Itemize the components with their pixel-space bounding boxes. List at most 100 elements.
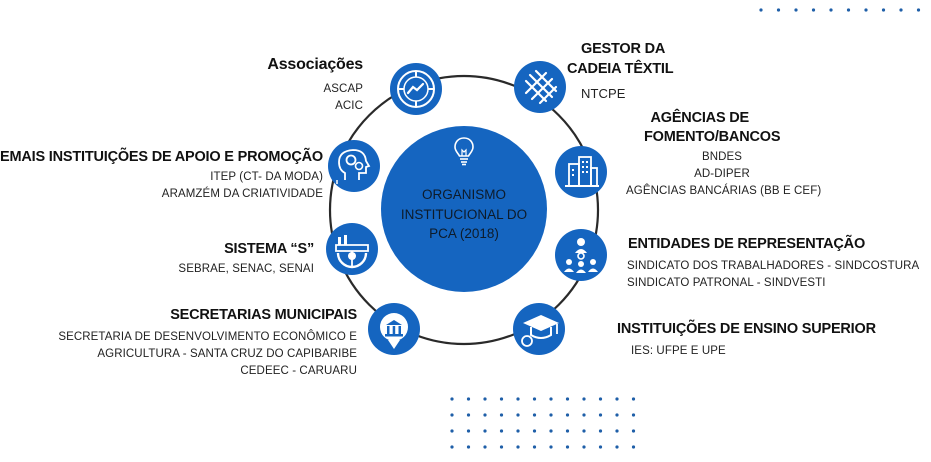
decorative-dot: [516, 413, 520, 417]
decorative-dot: [483, 429, 487, 433]
secretarias-item-3: CEDEEC - CARUARU: [240, 365, 357, 377]
demais-title: DEMAIS INSTITUIÇÕES DE APOIO E PROMOÇÃO: [0, 149, 323, 165]
demais-item-1: ITEP (CT- DA MODA): [210, 171, 323, 183]
decorative-dot: [631, 413, 636, 417]
decorative-dot: [565, 413, 570, 417]
decorative-dot: [516, 397, 520, 401]
decorative-dot: [450, 429, 454, 433]
ensino-item-1: IES: UFPE E UPE: [631, 345, 726, 357]
decorative-dot: [598, 413, 603, 417]
agencias-item-1: BNDES: [701, 151, 743, 163]
decorative-dot: [615, 397, 619, 401]
decorative-dot: [598, 445, 603, 449]
decorative-dot: [582, 445, 586, 449]
head-gears-icon: [336, 149, 371, 184]
secretarias-node: [368, 303, 420, 355]
decorative-dot: [466, 429, 471, 433]
decorative-dot: [899, 8, 903, 12]
decorative-dot: [516, 429, 520, 433]
people-network-icon: [564, 238, 598, 273]
decorative-dot: [615, 445, 619, 449]
gestor-title-line-1: GESTOR DA: [581, 41, 666, 57]
city-buildings-icon: [565, 156, 599, 187]
agencias-title-line-1: AGÊNCIAS DE: [650, 110, 749, 126]
central-title: ORGANISMO INSTITUCIONAL DO PCA (2018): [381, 185, 547, 244]
factory-gear-icon: [335, 235, 369, 269]
decorative-dot: [499, 445, 504, 449]
decorative-dot: [598, 397, 603, 401]
decorative-dot: [776, 8, 781, 12]
demais-item-2: ARAMZÉM DA CRIATIVIDADE: [161, 188, 323, 200]
central-title-line-2: INSTITUCIONAL DO: [400, 206, 528, 222]
decorative-dot: [532, 413, 537, 417]
decorative-dot: [499, 413, 504, 417]
decorative-dot: [450, 413, 454, 417]
gestor-item-1: NTCPE: [581, 86, 626, 101]
agencias-item-3: AGÊNCIAS BANCÁRIAS (BB E CEF): [626, 185, 822, 197]
associacoes-title: Associações: [267, 56, 363, 73]
agencias-item-2: AD-DIPER: [694, 168, 750, 180]
entidades-node: [555, 229, 607, 281]
entidades-title: ENTIDADES DE REPRESENTAÇÃO: [628, 236, 866, 252]
decorative-dot: [615, 413, 619, 417]
decorative-dot: [483, 413, 487, 417]
decorative-dot: [532, 397, 537, 401]
decorative-dot: [582, 413, 586, 417]
decorative-dot: [466, 397, 471, 401]
decorative-dot: [631, 445, 636, 449]
central-organism-circle: ORGANISMO INSTITUCIONAL DO PCA (2018): [381, 126, 547, 292]
gestor-node: [514, 61, 566, 113]
decorative-dot: [532, 429, 537, 433]
decorative-dot: [499, 429, 504, 433]
decorative-dot: [516, 445, 520, 449]
sistema-s-node: [326, 223, 378, 275]
decorative-dot: [846, 8, 851, 12]
agencias-node: [555, 146, 607, 198]
sistema-s-title: SISTEMA “S”: [224, 241, 314, 257]
decorative-dot: [794, 8, 798, 12]
decorative-dot: [615, 429, 619, 433]
demais-node: [328, 140, 380, 192]
entidades-item-2: SINDICATO PATRONAL - SINDVESTI: [627, 277, 826, 289]
decorative-dot: [549, 397, 553, 401]
secretarias-item-2: AGRICULTURA - SANTA CRUZ DO CAPIBARIBE: [97, 348, 357, 360]
central-title-line-1: ORGANISMO: [421, 187, 506, 202]
decorative-dot: [881, 8, 886, 12]
associacoes-item-1: ASCAP: [323, 83, 363, 95]
associacoes-node: [390, 63, 442, 115]
textile-weave-icon: [524, 69, 558, 105]
decorative-dot: [598, 429, 603, 433]
sistema-s-item-1: SEBRAE, SENAC, SENAI: [178, 263, 314, 275]
handshake-circle-icon: [397, 70, 435, 108]
secretarias-title: SECRETARIAS MUNICIPAIS: [170, 307, 357, 323]
decorative-dot: [565, 397, 570, 401]
decorative-dot: [829, 8, 833, 12]
secretarias-item-1: SECRETARIA DE DESENVOLVIMENTO ECONÔMICO …: [58, 331, 357, 343]
decorative-dot: [549, 429, 553, 433]
lightbulb-icon: [454, 137, 474, 166]
central-title-line-3: PCA (2018): [429, 226, 499, 242]
decorative-dot: [631, 429, 636, 433]
decorative-dot: [864, 8, 868, 12]
decorative-dot: [582, 429, 586, 433]
graduation-cap-icon: [521, 315, 559, 347]
government-building-icon: [380, 313, 408, 349]
decorative-dot: [466, 445, 471, 449]
decorative-dot: [582, 397, 586, 401]
decorative-dot: [549, 413, 553, 417]
decorative-dot: [532, 445, 537, 449]
decorative-dot: [811, 8, 816, 12]
ensino-node: [513, 303, 565, 355]
decorative-dot: [916, 8, 921, 12]
ensino-title: INSTITUIÇÕES DE ENSINO SUPERIOR: [617, 321, 876, 337]
decorative-dot: [759, 8, 763, 12]
decorative-dot: [631, 397, 636, 401]
decorative-dot: [483, 397, 487, 401]
decorative-dot: [565, 445, 570, 449]
decorative-dot: [483, 445, 487, 449]
decorative-dot: [450, 397, 454, 401]
decorative-dot: [565, 429, 570, 433]
agencias-title-line-2: FOMENTO/BANCOS: [644, 129, 781, 145]
